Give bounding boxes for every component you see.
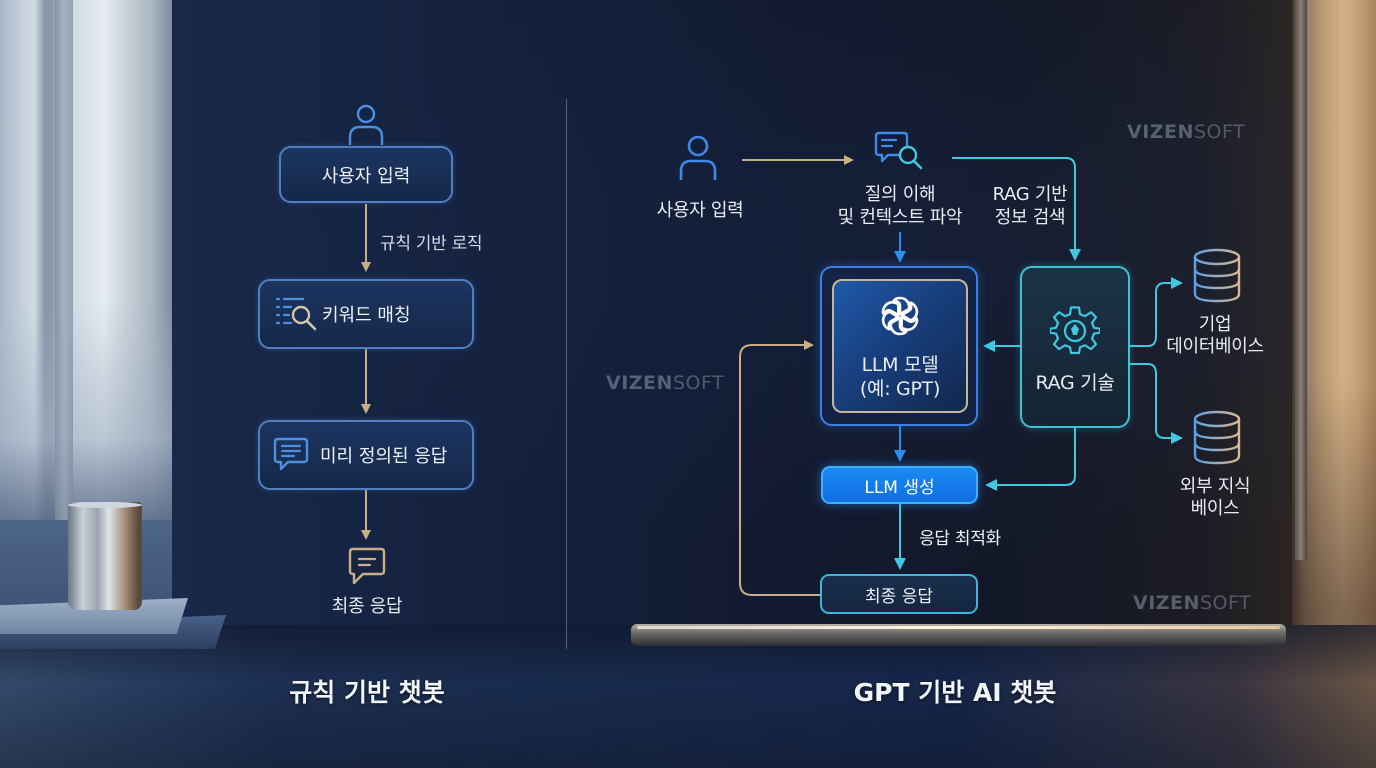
response-optimization-label: 응답 최적화 bbox=[919, 529, 1001, 549]
background-wall-strip bbox=[1295, 0, 1307, 560]
right-final-response-label: 최종 응답 bbox=[865, 586, 933, 607]
chat-bubble-icon bbox=[273, 437, 309, 471]
rag-search-line2: 정보 검색 bbox=[994, 207, 1066, 228]
watermark-light: SOFT bbox=[1193, 121, 1246, 143]
llm-generation-box: LLM 생성 bbox=[821, 466, 978, 504]
predefined-response-label: 미리 정의된 응답 bbox=[320, 446, 448, 467]
rule-logic-label: 규칙 기반 로직 bbox=[380, 234, 483, 254]
rag-search-line1: RAG 기반 bbox=[992, 184, 1068, 205]
llm-model-box bbox=[832, 279, 968, 413]
background-window-frame bbox=[55, 0, 73, 520]
external-kb-line1: 외부 지식 bbox=[1179, 476, 1251, 497]
watermark-bold: VIZEN bbox=[1127, 121, 1194, 143]
left-user-input-label: 사용자 입력 bbox=[321, 165, 411, 187]
background-window bbox=[0, 0, 172, 540]
desk-surface bbox=[0, 625, 1376, 768]
llm-model-line1: LLM 모델 bbox=[861, 354, 939, 376]
section-divider bbox=[566, 99, 567, 649]
right-user-icon bbox=[679, 135, 717, 180]
enterprise-db-line2: 데이터베이스 bbox=[1166, 336, 1264, 357]
user-icon bbox=[348, 104, 384, 145]
left-panel-title: 규칙 기반 챗봇 bbox=[289, 678, 445, 707]
arrow-query-to-rag bbox=[952, 157, 1081, 261]
rag-tech-box bbox=[1020, 266, 1130, 428]
panel-stand bbox=[631, 624, 1286, 646]
list-search-icon bbox=[275, 297, 317, 331]
arrow-feedback-loop bbox=[739, 340, 820, 596]
watermark-bottom-right: VIZENSOFT bbox=[1133, 592, 1251, 614]
arrow-rag-to-generation bbox=[985, 428, 1076, 491]
left-user-input-box: 사용자 입력 bbox=[279, 146, 453, 203]
watermark-light: SOFT bbox=[1199, 592, 1252, 614]
metal-cup bbox=[68, 502, 142, 610]
llm-model-line2: (예: GPT) bbox=[859, 378, 941, 400]
external-kb-line2: 베이스 bbox=[1190, 498, 1240, 519]
external-kb-database-icon bbox=[1193, 410, 1241, 465]
watermark-light: SOFT bbox=[672, 372, 725, 394]
openai-logo-icon bbox=[878, 296, 922, 336]
watermark-bold: VIZEN bbox=[1133, 592, 1200, 614]
enterprise-database-icon bbox=[1193, 248, 1241, 303]
rag-tech-label: RAG 기술 bbox=[1035, 372, 1115, 394]
right-user-input-label: 사용자 입력 bbox=[656, 200, 744, 221]
watermark-bold: VIZEN bbox=[606, 372, 673, 394]
gear-icon bbox=[1050, 306, 1100, 355]
left-final-response-label: 최종 응답 bbox=[331, 596, 403, 617]
arrow-rag-to-enterprise-db bbox=[1130, 277, 1183, 347]
watermark-top-right: VIZENSOFT bbox=[1127, 121, 1245, 143]
chat-search-icon bbox=[874, 131, 923, 170]
right-panel-title: GPT 기반 AI 챗봇 bbox=[853, 678, 1057, 707]
keyword-matching-label: 키워드 매칭 bbox=[322, 305, 411, 326]
right-final-response-box: 최종 응답 bbox=[820, 574, 978, 614]
llm-generation-label: LLM 생성 bbox=[864, 477, 935, 498]
arrow-rag-to-external-kb bbox=[1130, 363, 1183, 444]
final-chat-bubble-icon bbox=[348, 547, 386, 585]
enterprise-db-line1: 기업 bbox=[1198, 314, 1232, 335]
query-understanding-line2: 및 컨텍스트 파악 bbox=[837, 207, 963, 228]
query-understanding-line1: 질의 이해 bbox=[864, 184, 936, 205]
watermark-middle: VIZENSOFT bbox=[606, 372, 724, 394]
